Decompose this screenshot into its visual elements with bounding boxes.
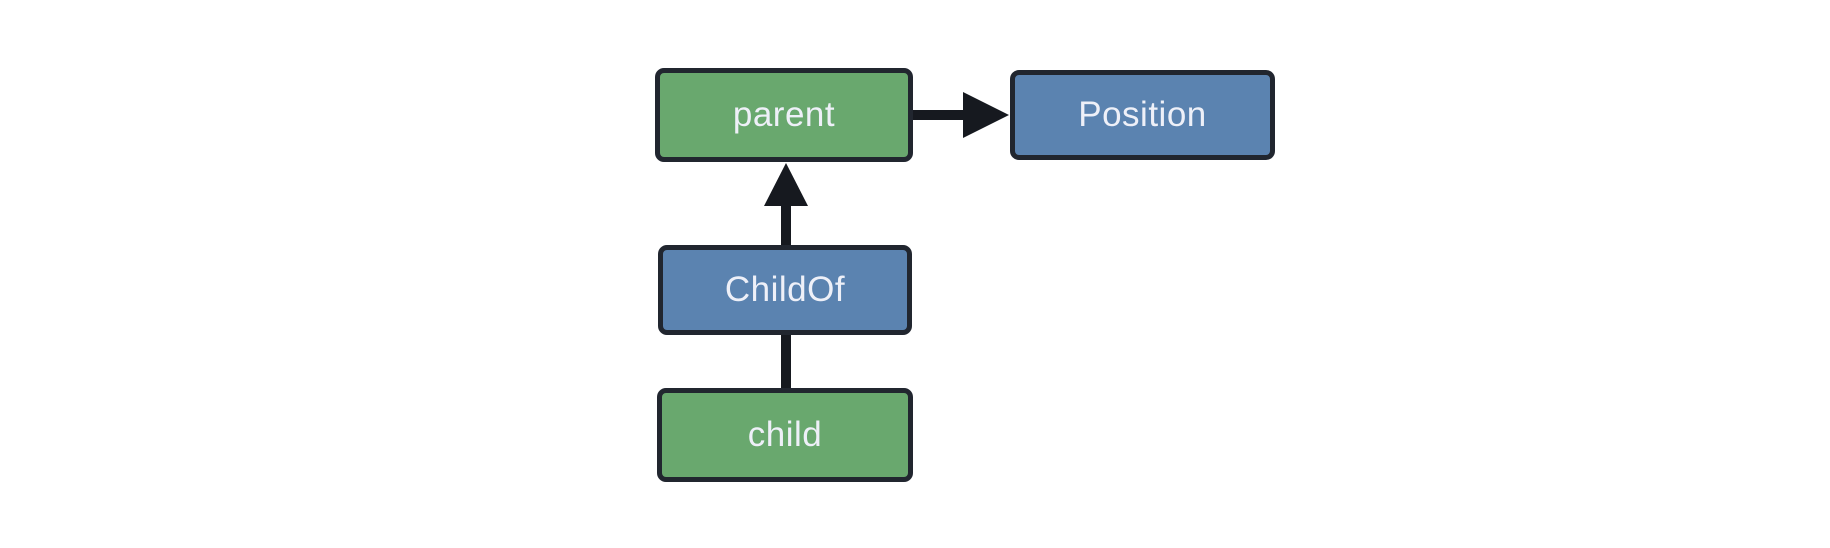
- arrowhead-up-icon: [764, 163, 808, 206]
- node-childof: ChildOf: [658, 245, 912, 335]
- node-parent-label: parent: [732, 95, 836, 134]
- edge-childof-to-parent: [764, 163, 808, 246]
- arrowhead-right-icon: [963, 92, 1009, 138]
- edge-parent-to-position: [913, 92, 1009, 138]
- node-child-label: child: [747, 415, 823, 454]
- node-position-label: Position: [1078, 95, 1207, 134]
- node-childof-label: ChildOf: [724, 270, 846, 309]
- node-parent: parent: [655, 68, 913, 162]
- node-child: child: [657, 388, 913, 482]
- node-position: Position: [1010, 70, 1275, 160]
